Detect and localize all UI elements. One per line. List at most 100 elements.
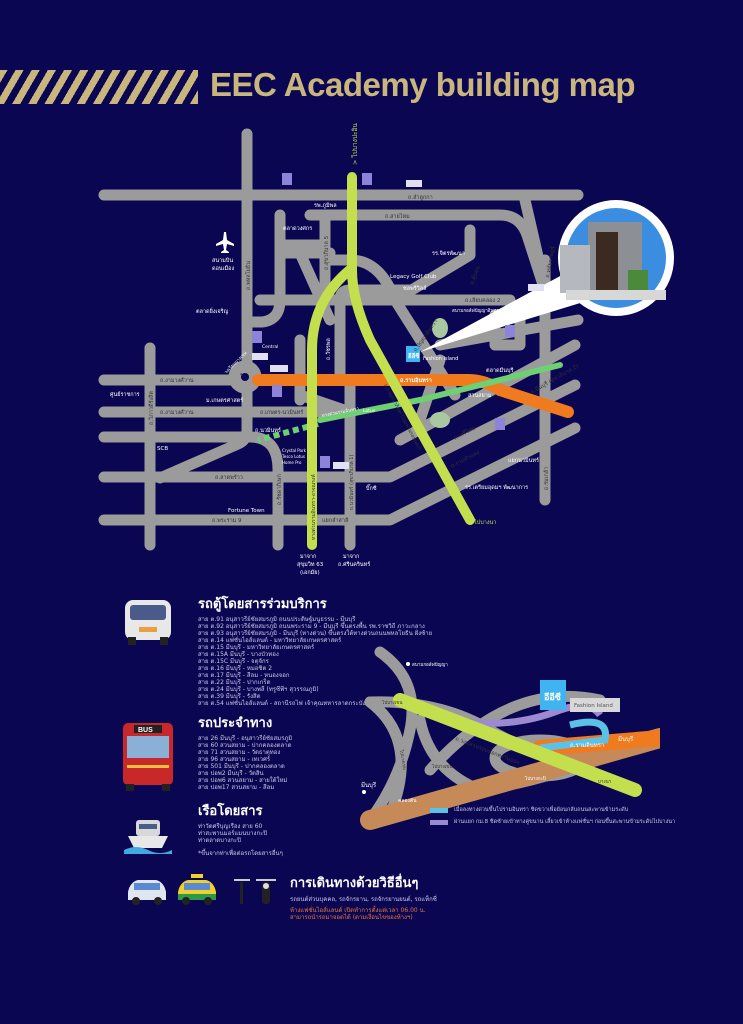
label-from: มาจาก (343, 554, 359, 560)
area-map[interactable]: อีอีซี > ไปบางปะอิน รพ.ภูมิพล ถ.ลำลูกกา … (0, 120, 743, 590)
expressway-line (307, 263, 357, 550)
label-road: ถ.นวมินทร์ (สุขาภิบาล 1) (348, 455, 355, 510)
road (394, 339, 581, 446)
van-route: สาย ต.15A มีนบุรี - บางบัวทอง (198, 651, 279, 658)
taxi-icon (178, 874, 216, 905)
golf-course-icon (432, 318, 448, 338)
legend-item-blue: เมื่อลงทางด่วนขึ้นไปรามอินทรา ชิดขวาเพื่… (430, 806, 628, 814)
label-place: Lotus (363, 408, 376, 414)
label-expressway: ทางด่วนรามอินทรา-อาจณรงค์ (310, 474, 317, 540)
bus-icon: BUS (123, 723, 173, 791)
eec-building-icon[interactable] (540, 680, 566, 710)
bus-section: รถประจำทาง สาย 26 มีนบุรี - อนุสาวรีย์ชั… (198, 716, 292, 791)
road (304, 209, 554, 306)
eec-marker[interactable]: อีอีซี (406, 346, 420, 362)
ground (566, 290, 666, 300)
page-title: EEC Academy building map (210, 66, 636, 103)
van-route: สาย ต.39 มีนบุรี - รังสิต (198, 693, 261, 700)
label-place: Legacy Golf Club (390, 274, 437, 280)
interchange-diagram[interactable]: อีอีซี Fashion Island ถ.วงแหวนรอบนอกตะวั… (360, 640, 660, 830)
label-place: รร.จิตรพัฒนา (432, 250, 465, 257)
van-route: สาย ต.16 มีนบุรี - หมอชิต 2 (198, 665, 273, 672)
bus-route: สาย 501 มีนบุรี - ปากคลองตลาด (198, 763, 285, 770)
airplane-icon (216, 232, 234, 253)
label-place: SCB (157, 446, 168, 452)
label-from: ถ.ศรีนครินทร์ (338, 561, 370, 568)
bus-route: สาย 71 สวนสยาม - วัดธาตุทอง (198, 749, 281, 756)
bus-route: สาย ปอพ6 สวนสยาม - สายใต้ใหม่ (198, 777, 288, 784)
bicycle-icon (234, 879, 250, 904)
eec-label: อีอีซี (408, 352, 420, 360)
ramp (364, 646, 418, 826)
van-route: สาย ต.15 มีนบุรี - มหาวิทยาลัยเกษตรศาสตร… (198, 644, 315, 651)
label-place: ศูนย์ราชการ (110, 391, 140, 398)
store-icon (252, 353, 268, 360)
vehicles-icons (128, 874, 276, 905)
road (98, 379, 581, 483)
landmark-icon (272, 385, 282, 397)
ramp-label: ไปบางกะปิ (524, 776, 546, 782)
store-icon (270, 365, 288, 372)
page-header: EEC Academy building map (0, 66, 743, 106)
label-road: ถ.วัชรพล (325, 338, 332, 360)
label-place: บิ๊กซี (365, 484, 376, 492)
tree (628, 270, 648, 292)
label-road: ถ.สุขาภิบาล 5 (323, 235, 330, 270)
label-from: สุขุมวิท 63 (297, 561, 324, 568)
van-route: สาย ต.14 แฟชั่นไอส์แลนด์ - มหาวิทยาลัยเก… (198, 637, 342, 644)
label-road: ถ.ลำลูกกา (408, 194, 433, 201)
boat-note: *ขึ้นจากท่าเพื่อต่อรถโดยสารอื่นๆ (198, 850, 283, 857)
label-road: ถ.ลาดพร้าว (215, 474, 243, 481)
landmark-icon (282, 173, 292, 185)
landmark-icons (252, 173, 544, 469)
road (154, 128, 253, 484)
car-icon (128, 880, 166, 905)
label-place: สนามกอล์ฟปัญญาอินทรา (452, 307, 502, 314)
other-note-2: สามารถนำรถมาจอดได้ (ตามเงื่อนไขของห้างฯ) (290, 914, 413, 921)
road (98, 422, 581, 526)
van-title: รถตู้โดยสารร่วมบริการ (198, 597, 327, 612)
road (389, 224, 476, 306)
store-icon (333, 462, 349, 469)
landmark-icon (362, 173, 372, 185)
label-place: แยกนวมินทร์ (508, 457, 539, 464)
fashion-island-building (570, 698, 620, 712)
van-section: รถตู้โดยสารร่วมบริการ สาย ต.91 อนุสาวรีย… (198, 597, 432, 707)
label-place: ตลาดวงศกร (283, 225, 312, 232)
ring-road-green (317, 362, 563, 423)
golf-label: สนามกอล์ฟปัญญา (412, 661, 448, 668)
roads (98, 128, 584, 551)
label-place: ม.เกษตรศาสตร์ (206, 397, 243, 404)
eec-building-icon[interactable] (406, 346, 420, 362)
bus-title: รถประจำทาง (198, 716, 273, 731)
other-title: การเดินทางด้วยวิธีอื่นๆ (290, 876, 419, 891)
store-icon (406, 180, 422, 187)
label-road: ถ.เลียบคลอง 2 (465, 297, 500, 304)
van-route: สาย ต.93 อนุสาวรีย์ชัยสมรภูมิ - มีนบุรี … (198, 630, 433, 637)
roundabout-center (241, 373, 249, 381)
label-place: ตลาดมีนบุรี (486, 367, 513, 374)
ring-road (393, 693, 642, 797)
label-place: Crystal Park (282, 448, 307, 453)
boat-section: เรือโดยสาร ท่าวัดศรีบุญเรือง สาย 60 ท่าส… (198, 804, 283, 857)
legend-swatch (430, 819, 448, 825)
ramp-label: ไปบางเขน (398, 748, 408, 770)
ramp-label: คลองตัน (398, 798, 417, 804)
van-route: สาย ต.15C มีนบุรี - จตุจักร (198, 658, 269, 665)
van-route: สาย ต.17 มีนบุรี - สีลม - หนองจอก (198, 672, 290, 679)
fashion-island-label: Fashion Island (574, 703, 613, 709)
road (98, 431, 284, 551)
label-road: ถ.พระราม 9 (212, 518, 242, 524)
label-ramintra: ถ.รามอินทรา (400, 377, 432, 384)
ramp-label: บางนา (598, 780, 612, 785)
label-junction: แยกลำสาลี (322, 517, 348, 524)
label-airport: ดอนเมือง (212, 265, 234, 272)
label-road: ถ.คู้บอน (468, 265, 481, 286)
bus-sign: BUS (138, 727, 153, 734)
landmark-icon (495, 418, 505, 430)
bus-route: สาย 26 มีนบุรี - อนุสาวรีย์ชัยสมรภูมิ (198, 735, 293, 742)
motorcycle-icon (256, 879, 276, 904)
landmark-icon (505, 325, 515, 337)
label-hospital: รพ.ภูมิพล (314, 202, 337, 209)
legend-swatch (430, 807, 448, 813)
